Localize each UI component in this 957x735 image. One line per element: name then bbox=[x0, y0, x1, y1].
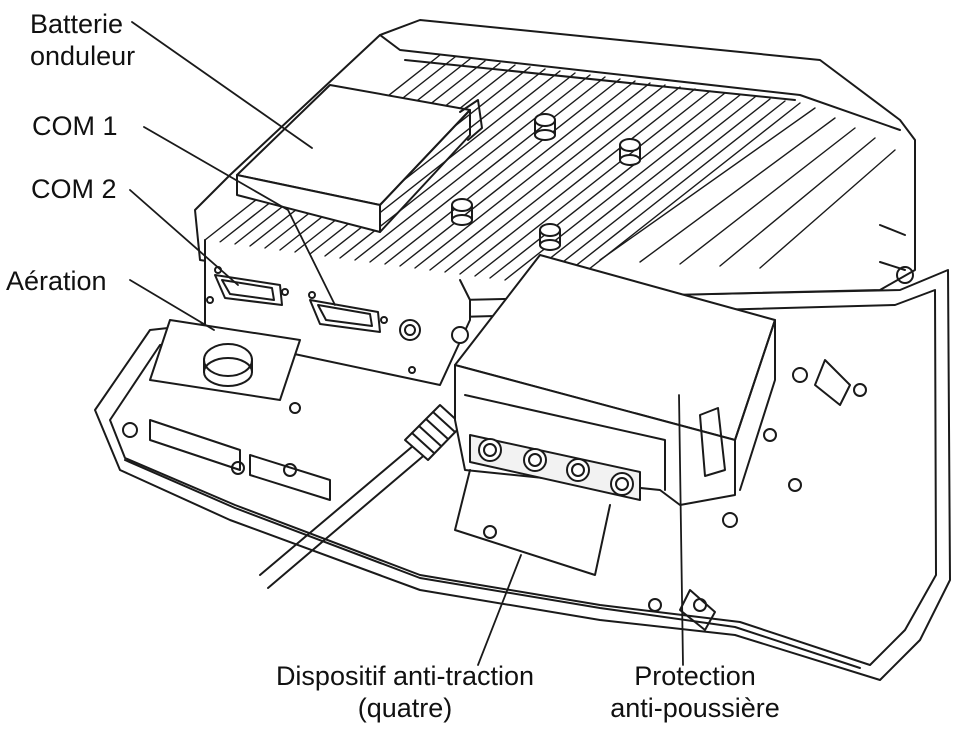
label-com2: COM 2 bbox=[31, 174, 117, 204]
label-dust-cover: Protection anti-poussière bbox=[585, 660, 805, 724]
strain-reliefs bbox=[469, 434, 641, 501]
strain-relief-bracket bbox=[454, 469, 611, 576]
label-strain-relief-line2: (quatre) bbox=[357, 693, 453, 723]
label-battery-line1: Batterie bbox=[30, 9, 124, 39]
label-com1: COM 1 bbox=[32, 111, 118, 141]
label-vent: Aération bbox=[6, 266, 107, 296]
label-dust-cover-line2: anti-poussière bbox=[610, 693, 780, 723]
leader-lines bbox=[129, 21, 684, 666]
mounting-bosses bbox=[451, 113, 641, 251]
label-strain-relief: Dispositif anti-traction (quatre) bbox=[245, 660, 565, 724]
com2-port bbox=[214, 266, 289, 306]
cable bbox=[259, 439, 421, 576]
label-battery: Batterie onduleur bbox=[30, 8, 135, 72]
label-battery-line2: onduleur bbox=[30, 41, 136, 71]
label-dust-cover-line1: Protection bbox=[634, 661, 756, 691]
label-strain-relief-line1: Dispositif anti-traction bbox=[275, 661, 535, 691]
com1-port bbox=[308, 291, 388, 333]
